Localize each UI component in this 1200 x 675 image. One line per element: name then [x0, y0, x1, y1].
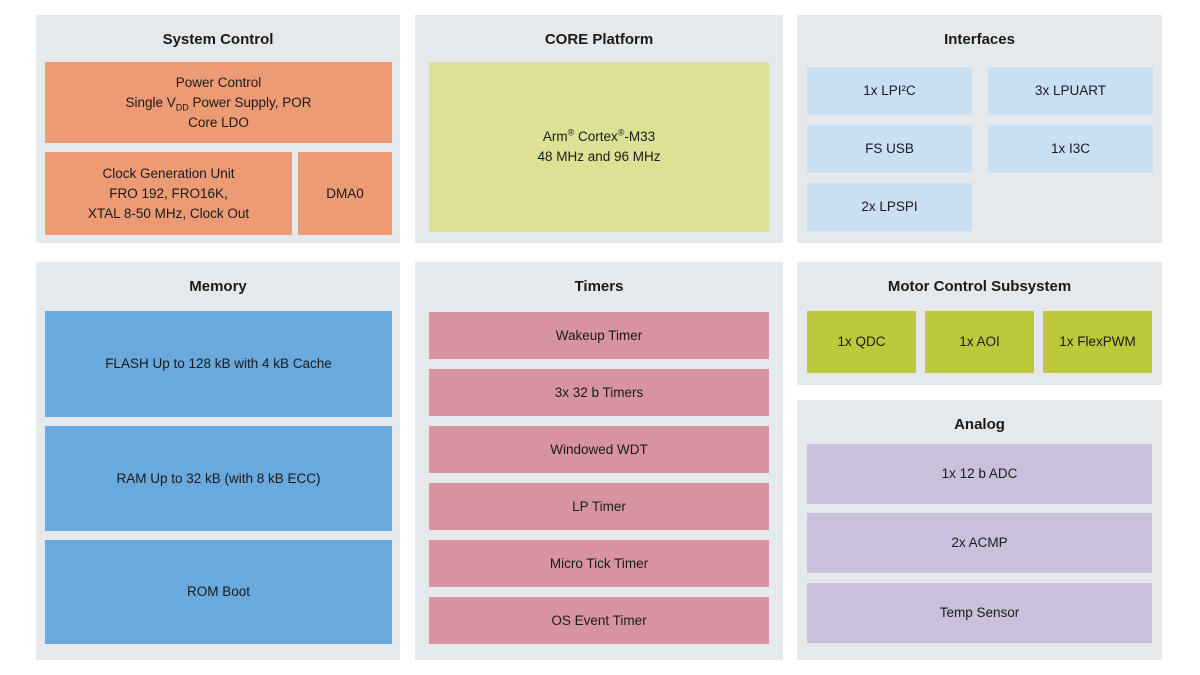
- block-dma0: DMA0: [298, 152, 392, 235]
- block-micro-tick-timer: Micro Tick Timer: [429, 540, 769, 587]
- panel-analog: Analog 1x 12 b ADC 2x ACMP Temp Sensor: [797, 400, 1162, 660]
- block-lpi2c: 1x LPI²C: [807, 67, 972, 115]
- block-acmp: 2x ACMP: [807, 513, 1152, 573]
- clock-generation-line-2: FRO 192, FRO16K,: [109, 185, 228, 201]
- dma0-label: DMA0: [326, 185, 364, 201]
- panel-timers: Timers Wakeup Timer 3x 32 b Timers Windo…: [415, 262, 783, 660]
- block-power-control: Power Control Single VDD Power Supply, P…: [45, 62, 392, 143]
- block-i3c: 1x I3C: [988, 125, 1153, 173]
- panel-title-core-platform: CORE Platform: [544, 31, 654, 48]
- block-ram: RAM Up to 32 kB (with 8 kB ECC): [45, 426, 392, 531]
- power-control-line-3: Core LDO: [188, 114, 249, 130]
- block-cortex-m33: Arm® Cortex®-M33 48 MHz and 96 MHz: [429, 62, 769, 232]
- power-control-line-1: Power Control: [175, 74, 262, 90]
- cortex-model: -M33: [624, 129, 656, 144]
- cortex-line-2: 48 MHz and 96 MHz: [537, 149, 661, 164]
- clock-generation-line-1: Clock Generation Unit: [102, 165, 235, 181]
- cortex-family: Cortex: [574, 129, 618, 144]
- panel-memory: Memory FLASH Up to 128 kB with 4 kB Cach…: [36, 262, 400, 660]
- block-qdc: 1x QDC: [807, 311, 916, 373]
- registered-mark: ®: [617, 127, 625, 138]
- block-adc: 1x 12 b ADC: [807, 444, 1152, 504]
- panel-core-platform: CORE Platform Arm® Cortex®-M33 48 MHz an…: [415, 15, 783, 243]
- cortex-line-1: Arm® Cortex®-M33: [543, 127, 655, 147]
- panel-title-system-control: System Control: [162, 31, 274, 48]
- panel-title-motor-control: Motor Control Subsystem: [887, 278, 1072, 295]
- block-32b-timers: 3x 32 b Timers: [429, 369, 769, 416]
- vdd-subscript: DD: [175, 102, 189, 113]
- panel-motor-control-subsystem: Motor Control Subsystem 1x QDC 1x AOI 1x…: [797, 262, 1162, 385]
- block-windowed-wdt: Windowed WDT: [429, 426, 769, 473]
- power-control-line-2-post: Power Supply, POR: [188, 94, 312, 110]
- block-lpuart: 3x LPUART: [988, 67, 1153, 115]
- block-temp-sensor: Temp Sensor: [807, 583, 1152, 643]
- block-lp-timer: LP Timer: [429, 483, 769, 530]
- panel-title-memory: Memory: [189, 278, 247, 295]
- power-control-line-2-pre: Single V: [125, 94, 176, 110]
- panel-title-interfaces: Interfaces: [944, 31, 1015, 48]
- block-lpspi: 2x LPSPI: [807, 183, 972, 231]
- block-aoi: 1x AOI: [925, 311, 1034, 373]
- block-rom-boot: ROM Boot: [45, 540, 392, 644]
- registered-mark: ®: [567, 127, 575, 138]
- block-wakeup-timer: Wakeup Timer: [429, 312, 769, 359]
- cortex-brand: Arm: [542, 129, 568, 144]
- block-flexpwm: 1x FlexPWM: [1043, 311, 1152, 373]
- panel-interfaces: Interfaces 1x LPI²C 3x LPUART FS USB 1x …: [797, 15, 1162, 243]
- power-control-line-2: Single VDD Power Supply, POR: [125, 93, 311, 113]
- panel-title-analog: Analog: [954, 416, 1005, 433]
- block-fs-usb: FS USB: [807, 125, 972, 173]
- clock-generation-line-3: XTAL 8-50 MHz, Clock Out: [87, 205, 250, 221]
- block-os-event-timer: OS Event Timer: [429, 597, 769, 644]
- panel-system-control: System Control Power Control Single VDD …: [36, 15, 400, 243]
- panel-title-timers: Timers: [574, 278, 624, 295]
- block-flash: FLASH Up to 128 kB with 4 kB Cache: [45, 311, 392, 417]
- block-clock-generation-unit: Clock Generation Unit FRO 192, FRO16K, X…: [45, 152, 292, 235]
